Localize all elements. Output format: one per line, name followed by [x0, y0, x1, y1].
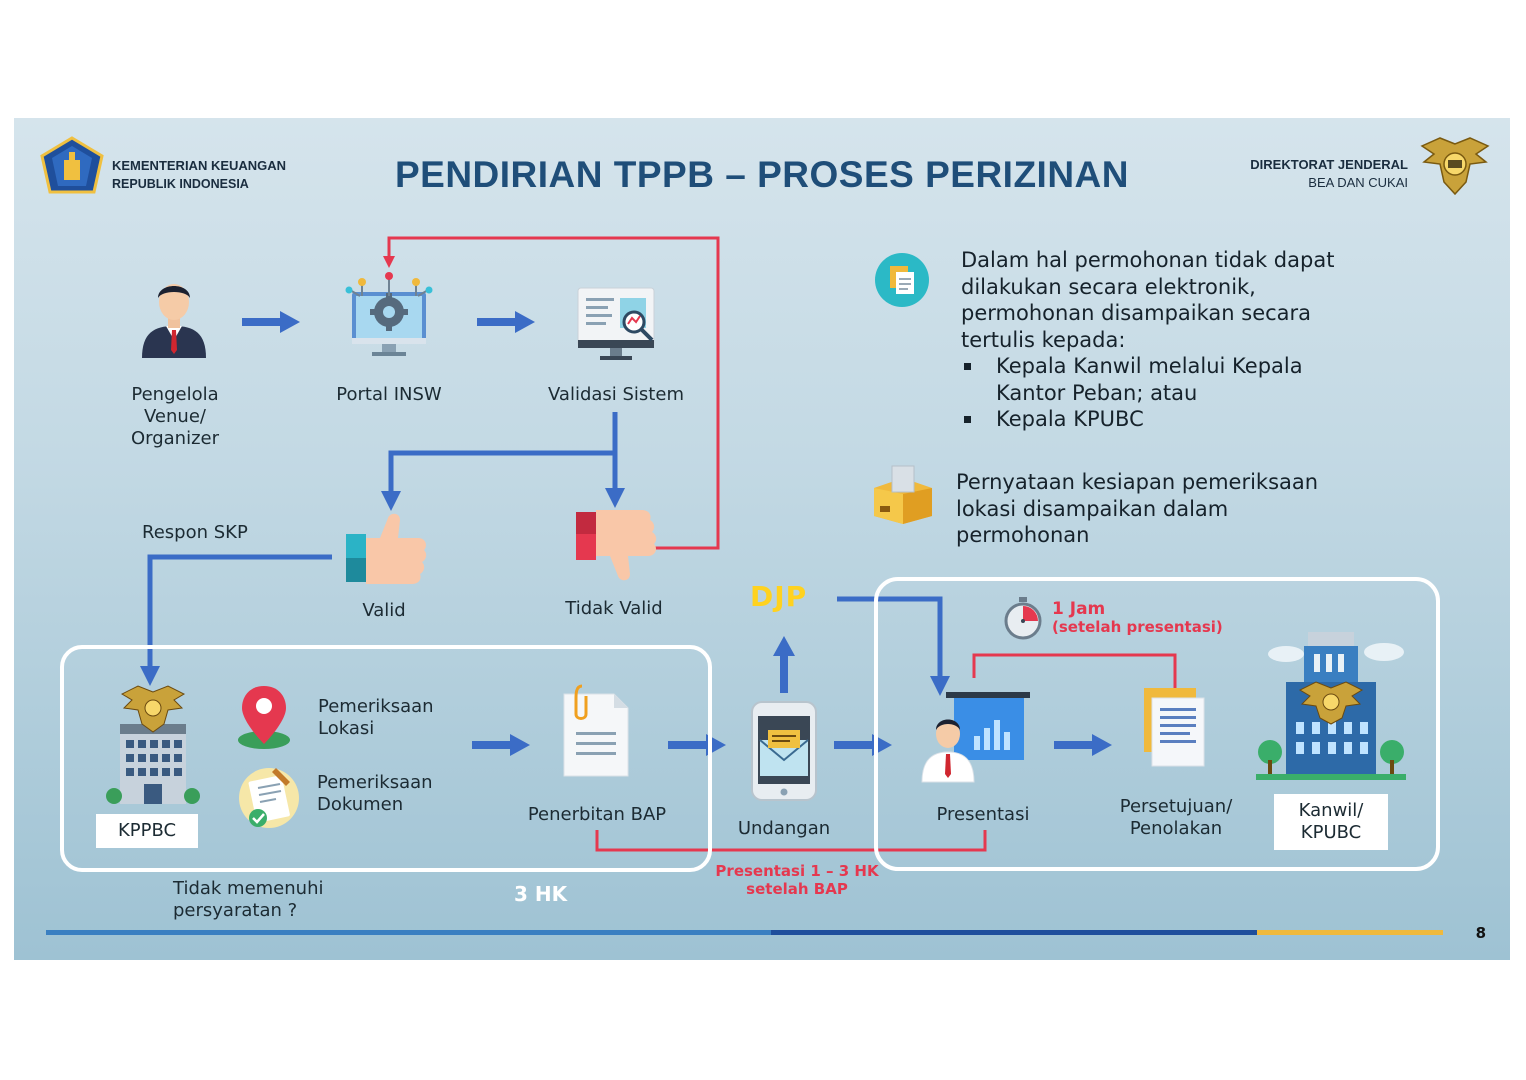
stopwatch-icon — [1004, 597, 1042, 640]
arrow-to-undangan — [668, 734, 726, 756]
djp-label: DJP — [750, 580, 808, 613]
validation-screen-icon — [577, 287, 655, 360]
kppbc-group-box — [60, 645, 712, 872]
bap-document-icon — [563, 684, 629, 777]
info-bullet: Kepala KPUBC — [961, 406, 1334, 433]
portal-monitor-gear-icon — [345, 272, 433, 356]
page-number: 8 — [1475, 924, 1486, 942]
three-hk-label: 3 HK — [514, 882, 568, 906]
kanwil-label: Kanwil/KPUBC — [1274, 794, 1388, 850]
box-package-icon — [874, 465, 932, 524]
persetujuan-label: Persetujuan/Penolakan — [1119, 796, 1233, 839]
kppbc-label: KPPBC — [96, 814, 198, 848]
kanwil-building-icon — [1256, 632, 1406, 780]
arrow-to-presentasi — [834, 734, 892, 756]
statement-paragraph: Pernyataan kesiapan pemeriksaan lokasi d… — [956, 470, 1319, 547]
thumbs-up-icon — [346, 513, 427, 584]
thumbs-down-icon — [576, 510, 657, 581]
footer-bar-left — [46, 930, 771, 935]
arrow-to-penerbitan — [472, 734, 530, 756]
approval-documents-icon — [1144, 688, 1205, 767]
timer-note: 1 Jam (setelah presentasi) — [1052, 599, 1223, 636]
info-paragraph: Dalam hal permohonan tidak dapat dilakuk… — [961, 248, 1335, 433]
kppbc-building-icon — [106, 685, 200, 804]
tidak-valid-label: Tidak Valid — [565, 598, 663, 619]
validasi-label: Validasi Sistem — [548, 384, 684, 405]
directorate-name: DIREKTORAT JENDERAL BEA DAN CUKAI — [1250, 157, 1408, 190]
page-title: PENDIRIAN TPPB – PROSES PERIZINAN — [394, 154, 1129, 195]
footer-bar-right — [1257, 930, 1443, 935]
documents-icon — [875, 253, 929, 307]
portal-label: Portal INSW — [336, 384, 442, 405]
arrow-to-persetujuan — [1054, 734, 1112, 756]
penerbitan-bap-label: Penerbitan BAP — [527, 804, 667, 825]
valid-label: Valid — [362, 600, 406, 621]
arrow-undangan-to-djp — [773, 636, 795, 693]
kanwil-group-box — [874, 577, 1440, 871]
footer-bar-mid — [771, 930, 1257, 935]
ministry-logo-icon — [40, 136, 104, 194]
arrow-pengelola-to-portal — [242, 311, 300, 333]
presentasi-label: Presentasi — [936, 804, 1030, 825]
undangan-label: Undangan — [737, 818, 831, 839]
slide: KEMENTERIAN KEUANGAN REPUBLIK INDONESIA … — [14, 118, 1510, 960]
customs-emblem-icon — [1420, 137, 1490, 196]
respon-skp-label: Respon SKP — [142, 522, 248, 543]
phone-mail-icon — [751, 701, 817, 801]
location-pin-icon — [238, 686, 290, 749]
person-icon — [142, 284, 206, 358]
presenter-icon — [921, 692, 1030, 783]
ministry-name: KEMENTERIAN KEUANGAN REPUBLIK INDONESIA — [112, 158, 287, 191]
arrow-portal-to-validasi — [477, 311, 535, 333]
document-check-icon — [239, 768, 299, 828]
flow-connectors — [60, 236, 1440, 872]
